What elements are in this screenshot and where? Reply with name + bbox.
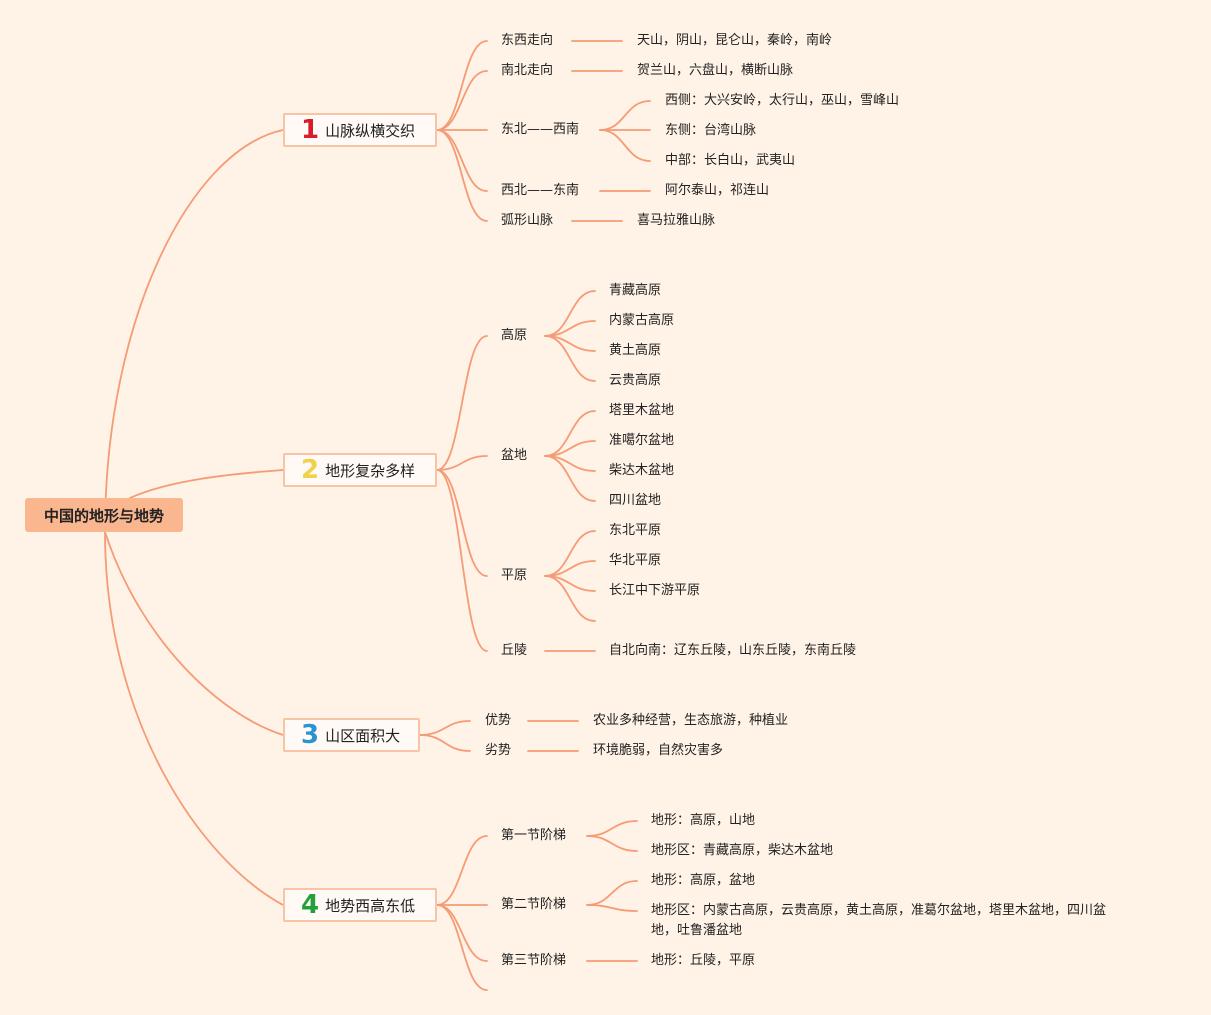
branch-4-node[interactable]: 4 地势西高东低 [283,888,437,922]
leaf-topic[interactable]: 天山，阴山，昆仑山，秦岭，南岭 [637,33,833,48]
leaf-topic[interactable]: 自北向南：辽东丘陵，山东丘陵，东南丘陵 [609,643,857,658]
branch-2-label: 地形复杂多样 [325,461,416,480]
leaf-topic[interactable]: 喜马拉雅山脉 [637,213,716,228]
branch-4-label: 地势西高东低 [325,896,416,915]
leaf-topic[interactable]: 地形：丘陵，平原 [651,953,756,968]
subtopic-third-step[interactable]: 第三节阶梯 [501,953,567,968]
leaf-topic[interactable]: 四川盆地 [609,493,662,508]
subtopic-first-step[interactable]: 第一节阶梯 [501,828,567,843]
leaf-topic[interactable]: 地形区：内蒙古高原，云贵高原，黄土高原，准葛尔盆地，塔里木盆地，四川盆 [651,903,1107,918]
subtopic-northwest-southeast[interactable]: 西北——东南 [501,183,580,198]
leaf-topic[interactable]: 云贵高原 [609,373,662,388]
number-4-icon: 4 [301,890,320,920]
root-topic[interactable]: 中国的地形与地势 [25,498,183,532]
leaf-topic-continued[interactable]: 地，吐鲁潘盆地 [651,923,743,938]
leaf-topic[interactable]: 华北平原 [609,553,662,568]
leaf-topic[interactable]: 地形区：青藏高原，柴达木盆地 [651,843,834,858]
subtopic-plain[interactable]: 平原 [501,568,528,583]
branch-3-label: 山区面积大 [325,726,401,745]
subtopic-east-west[interactable]: 东西走向 [501,33,554,48]
leaf-topic[interactable]: 地形：高原，盆地 [651,873,756,888]
number-3-icon: 3 [301,720,320,750]
branch-1-label: 山脉纵横交织 [325,121,416,140]
leaf-topic[interactable]: 塔里木盆地 [609,403,675,418]
leaf-topic[interactable]: 农业多种经营，生态旅游，种植业 [593,713,789,728]
leaf-topic[interactable]: 阿尔泰山，祁连山 [665,183,770,198]
number-2-icon: 2 [301,455,320,485]
subtopic-plateau[interactable]: 高原 [501,328,528,343]
subtopic-hills[interactable]: 丘陵 [501,643,528,658]
subtopic-basin[interactable]: 盆地 [501,448,528,463]
number-1-icon: 1 [301,115,320,145]
subtopic-advantage[interactable]: 优势 [485,713,512,728]
leaf-topic[interactable]: 准噶尔盆地 [609,433,675,448]
leaf-topic[interactable]: 青藏高原 [609,283,662,298]
leaf-topic[interactable]: 西侧：大兴安岭，太行山，巫山，雪峰山 [665,93,900,108]
branch-3-node[interactable]: 3 山区面积大 [283,718,420,752]
leaf-topic[interactable]: 内蒙古高原 [609,313,675,328]
branch-1-node[interactable]: 1 山脉纵横交织 [283,113,437,147]
leaf-topic[interactable]: 贺兰山，六盘山，横断山脉 [637,63,794,78]
leaf-topic[interactable]: 黄土高原 [609,343,662,358]
leaf-topic[interactable]: 长江中下游平原 [609,583,701,598]
branch-2-node[interactable]: 2 地形复杂多样 [283,453,437,487]
leaf-topic[interactable]: 地形：高原，山地 [651,813,756,828]
leaf-topic[interactable]: 环境脆弱，自然灾害多 [593,743,724,758]
leaf-topic[interactable]: 东侧：台湾山脉 [665,123,757,138]
leaf-topic[interactable]: 东北平原 [609,523,662,538]
subtopic-northeast-southwest[interactable]: 东北——西南 [501,122,580,137]
subtopic-disadvantage[interactable]: 劣势 [485,743,512,758]
leaf-topic[interactable]: 柴达木盆地 [609,463,675,478]
subtopic-arc-mountains[interactable]: 弧形山脉 [501,213,554,228]
subtopic-second-step[interactable]: 第二节阶梯 [501,897,567,912]
subtopic-north-south[interactable]: 南北走向 [501,63,554,78]
leaf-topic[interactable]: 中部：长白山，武夷山 [665,153,796,168]
